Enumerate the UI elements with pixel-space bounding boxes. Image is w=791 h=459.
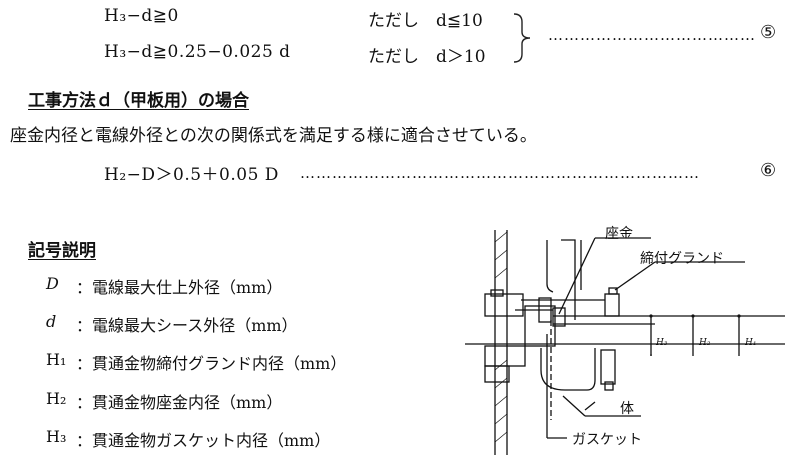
legend-symbol: d — [46, 312, 57, 331]
dot-leader-5: ………………………………… — [548, 26, 756, 44]
h2-label: H₂ — [699, 338, 711, 348]
washer-label: 座金 — [605, 226, 633, 242]
legend-symbol: D — [46, 274, 59, 293]
formula-5b-condition: ただし d＞10 — [368, 47, 486, 67]
equation-number-5: ⑤ — [760, 22, 777, 43]
body-label: 体 — [620, 401, 634, 417]
equation-number-6: ⑥ — [760, 160, 777, 181]
dot-leader-6: ………………………………………………………………… — [300, 164, 700, 182]
formula-5a: H₃−d≧0 — [104, 6, 179, 26]
legend-text: ：貫通金物座金内径（mm） — [76, 393, 283, 412]
legend-heading: 記号説明 — [28, 241, 96, 261]
gland-label: 締付グランド — [640, 251, 724, 267]
section-heading: 工事方法ｄ（甲板用）の場合 — [28, 91, 249, 111]
formula-5b: H₃−d≧0.25−0.025 d — [104, 42, 291, 62]
formula-6: H₂−D＞0.5＋0.05 D — [104, 165, 279, 185]
legend-symbol: H₁ — [46, 350, 67, 369]
formula-5a-condition: ただし d≦10 — [368, 11, 483, 31]
legend-text: ：貫通金物締付グランド内径（mm） — [76, 354, 347, 373]
gasket-label: ガスケット — [572, 432, 642, 448]
penetration-fitting-diagram — [465, 230, 785, 455]
h1-label: H₁ — [745, 338, 757, 348]
legend-text: ：電線最大シース外径（mm） — [76, 316, 298, 335]
legend-symbol: H₂ — [46, 389, 67, 408]
legend-symbol: H₃ — [46, 427, 67, 446]
h3-label: H₃ — [656, 338, 668, 348]
legend-text: ：電線最大仕上外径（mm） — [76, 278, 283, 297]
legend-text: ：貫通金物ガスケット内径（mm） — [76, 431, 331, 450]
brace-icon — [513, 13, 531, 63]
section-body: 座金内径と電線外径との次の関係式を満足する様に適合させている。 — [10, 126, 537, 146]
